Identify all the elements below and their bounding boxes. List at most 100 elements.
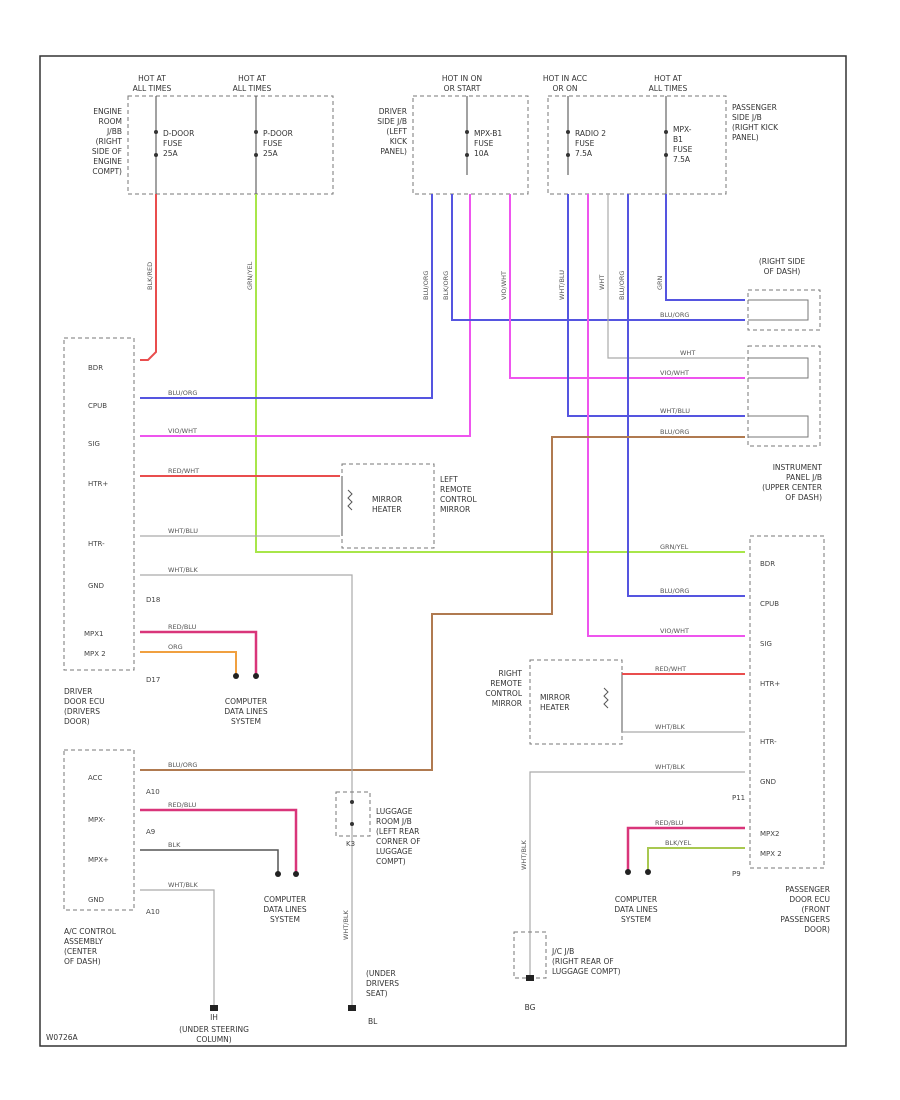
- header-line: HOT IN ACC: [543, 74, 587, 83]
- fuse-line: 25A: [163, 149, 179, 158]
- computer-data-lines-3: COMPUTER DATA LINES SYSTEM: [614, 895, 657, 924]
- wire-label: WHT/BLK: [342, 909, 350, 940]
- loc-line: (RIGHT SIDE: [759, 257, 806, 266]
- loc-line: DOOR ECU: [64, 697, 105, 706]
- wire-label: RED/WHT: [168, 467, 199, 475]
- loc-line: J/BB: [106, 127, 122, 136]
- fuse-1: D-DOOR FUSE 25A: [154, 96, 194, 194]
- loop: [748, 357, 809, 379]
- loc-line: RIGHT: [499, 669, 523, 678]
- wire-label: WHT/BLK: [655, 763, 686, 771]
- loc-line: (RIGHT REAR OF: [552, 957, 614, 966]
- loc-line: MIRROR: [440, 505, 470, 514]
- loc-line: DRIVER: [379, 107, 407, 116]
- fuse-5: MPX- B1 FUSE 7.5A: [664, 96, 693, 194]
- loc-line: SIDE J/B: [732, 113, 762, 122]
- fuse-line: 7.5A: [673, 155, 691, 164]
- pin-label: CPUB: [760, 600, 779, 608]
- wire-label: VIO/WHT: [660, 627, 689, 635]
- ground-label: IH: [210, 1013, 218, 1022]
- fuse-line: FUSE: [575, 139, 595, 148]
- wire-label: ORG: [168, 643, 183, 651]
- wire-blue-right: [451, 194, 745, 321]
- driver-side-jb-box: [412, 95, 529, 195]
- ac-control-label: A/C CONTROL ASSEMBLY (CENTER OF DASH): [64, 927, 117, 966]
- loc-line: ROOM J/B: [376, 817, 412, 826]
- wire-ac-mpxp: [140, 849, 279, 872]
- connector-label: D17: [146, 676, 160, 684]
- ac-pins: ACC MPX- MPX+ GND A10 A9 A10: [88, 774, 160, 916]
- loc-line: OF DASH): [785, 493, 822, 502]
- pin-label: MPX 2: [760, 850, 782, 858]
- ground-icon: [210, 1005, 218, 1011]
- wire-gray-radio: [607, 194, 745, 359]
- passenger-door-ecu-box: [749, 535, 825, 869]
- loc-line: (UPPER CENTER: [762, 483, 822, 492]
- header-line: OR START: [444, 84, 481, 93]
- pin-label: MPX+: [88, 856, 109, 864]
- wire-red-bdr: [140, 194, 157, 361]
- loc-line: LUGGAGE COMPT): [552, 967, 621, 976]
- junction-dot: [625, 869, 631, 875]
- jc-jb-label: J/C J/B (RIGHT REAR OF LUGGAGE COMPT): [551, 947, 621, 976]
- under-column-label: (UNDER STEERING COLUMN): [179, 1025, 249, 1044]
- cdl-line: DATA LINES: [263, 905, 306, 914]
- wire-label: VIO/WHT: [500, 271, 508, 300]
- fuse-line: 10A: [474, 149, 490, 158]
- cdl-line: COMPUTER: [264, 895, 306, 904]
- wire-label: WHT/BLK: [520, 839, 528, 870]
- connector-label: K3: [346, 840, 355, 848]
- pin-label: MPX 2: [84, 650, 106, 658]
- connector-label: A9: [146, 828, 155, 836]
- header-line: HOT AT: [654, 74, 682, 83]
- ground-label: BG: [525, 1003, 536, 1012]
- loc-line: LUGGAGE: [376, 807, 413, 816]
- wire-label: WHT/BLK: [655, 723, 686, 731]
- wire-label: VIO/WHT: [660, 369, 689, 377]
- wire-pink-sig: [140, 194, 471, 437]
- loc-line: DRIVER: [64, 687, 92, 696]
- loc-line: COLUMN): [196, 1035, 232, 1044]
- wire-label: VIO/WHT: [168, 427, 197, 435]
- wire-label: WHT: [680, 349, 695, 357]
- loop: [748, 299, 809, 321]
- pin-label: HTR-: [760, 738, 777, 746]
- loc-line: SEAT): [366, 989, 388, 998]
- cdl-line: COMPUTER: [615, 895, 657, 904]
- header-line: HOT AT: [238, 74, 266, 83]
- header-line: HOT AT: [138, 74, 166, 83]
- passenger-ecu-label: PASSENGER DOOR ECU (FRONT PASSENGERS DOO…: [780, 885, 830, 934]
- top-header-4: HOT IN ACC OR ON: [543, 74, 587, 93]
- loc-line: J/C J/B: [551, 947, 574, 956]
- left-mirror-label: LEFT REMOTE CONTROL MIRROR: [440, 475, 477, 514]
- loc-line: PANEL J/B: [786, 473, 822, 482]
- heater-resistor-icon: [347, 489, 353, 511]
- fuse-3: MPX-B1 FUSE 10A: [465, 96, 502, 175]
- wire-label: WHT: [598, 275, 606, 290]
- loc-line: INSTRUMENT: [773, 463, 823, 472]
- pin-label: MPX1: [84, 630, 104, 638]
- wire-ac-mpxn: [140, 808, 298, 872]
- fuse-line: FUSE: [163, 139, 183, 148]
- ground-icon: [526, 975, 534, 981]
- pin-label: GND: [760, 778, 776, 786]
- wire-label: WHT/BLU: [168, 527, 198, 535]
- connector-label: A10: [146, 908, 160, 916]
- wire-mpx1-driver: [140, 630, 258, 674]
- driver-ecu-label: DRIVER DOOR ECU (DRIVERS DOOR): [64, 687, 105, 726]
- wire-label: RED/BLU: [168, 801, 197, 809]
- fuse-line: MPX-: [673, 125, 692, 134]
- computer-data-lines-1: COMPUTER DATA LINES SYSTEM: [224, 697, 267, 726]
- top-header-2: HOT AT ALL TIMES: [233, 74, 272, 93]
- loc-line: OF DASH): [764, 267, 801, 276]
- driver-ecu-pins: BDR CPUB SIG HTR+ HTR- GND MPX1 MPX 2 D1…: [84, 364, 160, 684]
- loc-line: (UNDER: [366, 969, 396, 978]
- wire-label: WHT/BLK: [168, 881, 199, 889]
- wire-brown-acc: [140, 436, 745, 771]
- wire-pink-right: [509, 194, 745, 379]
- fuse-line: P-DOOR: [263, 129, 293, 138]
- ac-control-box: [63, 749, 135, 911]
- wire-label: BLK: [168, 841, 181, 849]
- driver-jb-label: DRIVER SIDE J/B (LEFT KICK PANEL): [377, 107, 408, 156]
- loc-line: COMPT): [376, 857, 406, 866]
